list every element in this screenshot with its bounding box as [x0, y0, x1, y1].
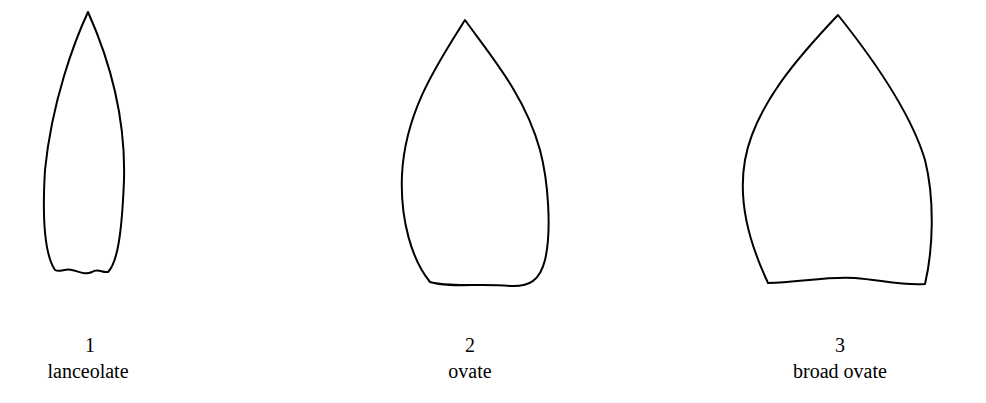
shape-name: broad ovate [793, 360, 887, 383]
ovate-leaf [402, 20, 549, 286]
figure-number: 2 [465, 334, 475, 357]
shape-name: ovate [448, 360, 491, 383]
lanceolate-leaf [44, 12, 124, 273]
broad-ovate-leaf [743, 15, 932, 284]
shape-name: lanceolate [47, 360, 128, 383]
figure-number: 1 [85, 334, 95, 357]
figure-number: 3 [835, 334, 845, 357]
